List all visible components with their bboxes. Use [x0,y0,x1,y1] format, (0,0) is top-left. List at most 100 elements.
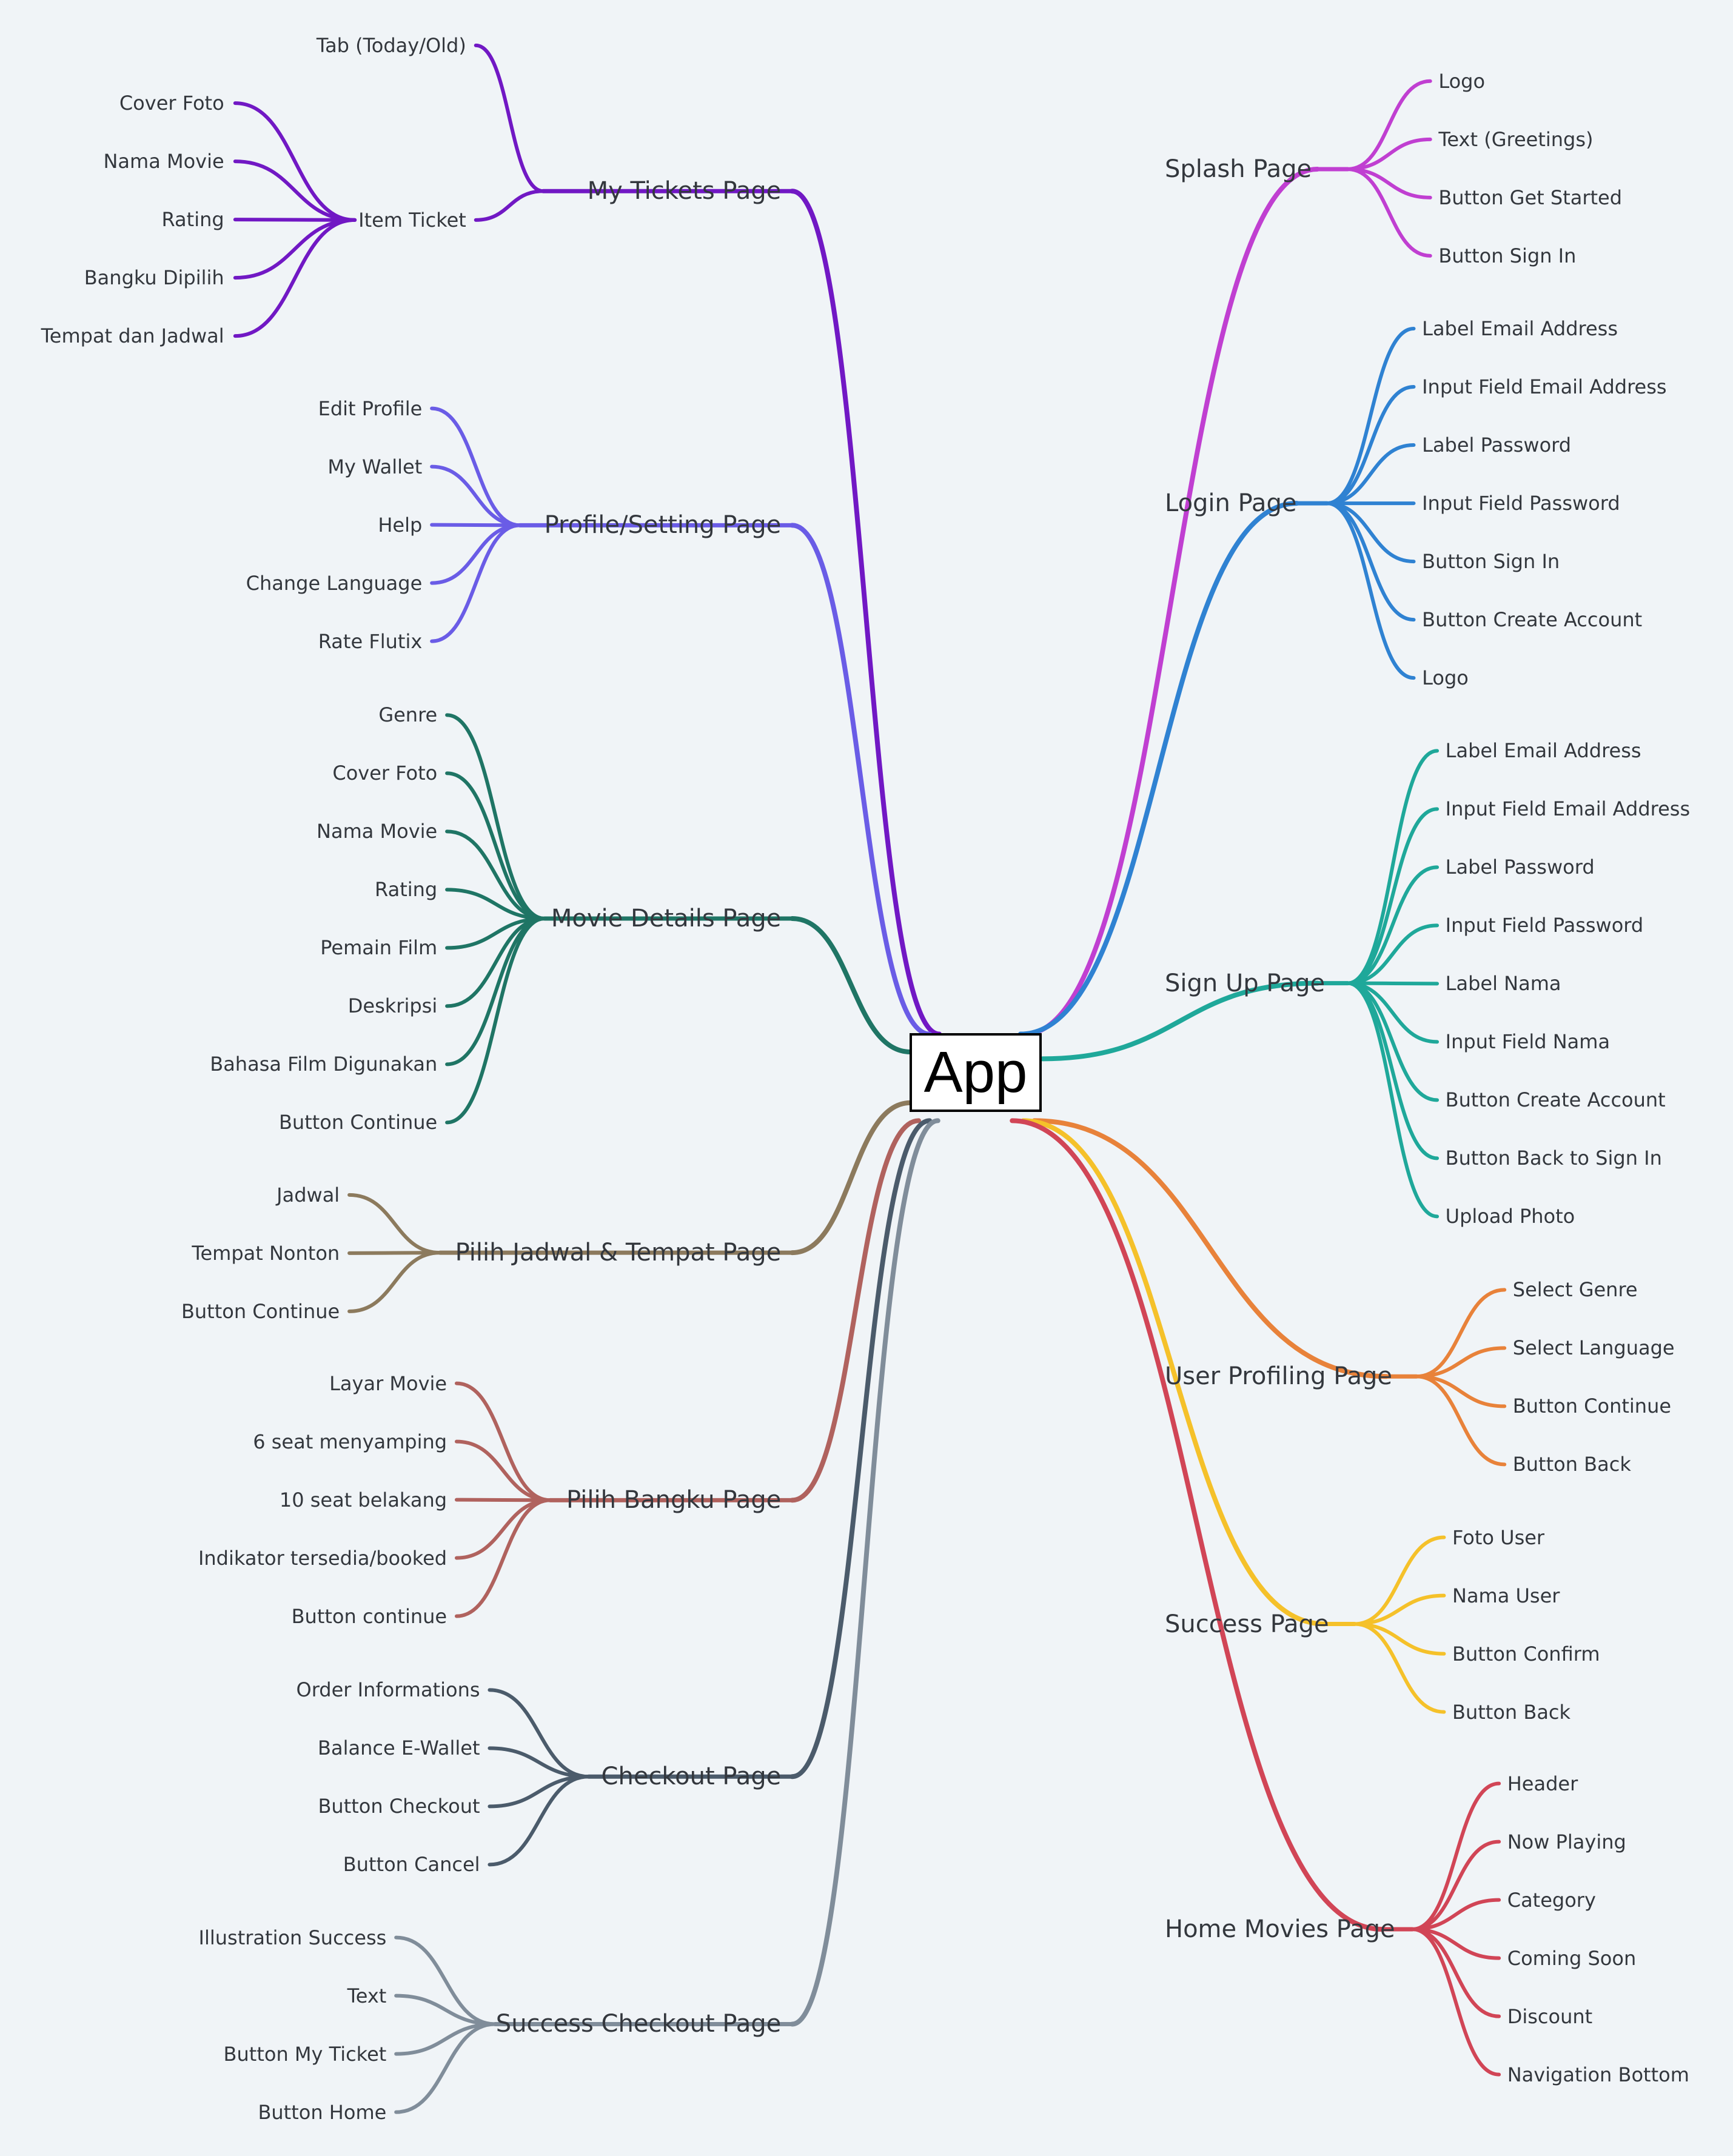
leaf-indikator-tersedia-booked[interactable]: Indikator tersedia/booked [198,1546,447,1570]
leaf-button-create-account[interactable]: Button Create Account [1445,1088,1666,1112]
link-root-checkout-page [789,1118,933,1779]
leaf-rating[interactable]: Rating [375,878,438,902]
leaf-button-sign-in[interactable]: Button Sign In [1422,550,1560,574]
node-my-tickets-page[interactable]: My Tickets Page [587,177,782,206]
leaf-now-playing[interactable]: Now Playing [1507,1830,1626,1853]
leaf-tempat-dan-jadwal[interactable]: Tempat dan Jadwal [41,324,224,348]
leaf-tab-today-old[interactable]: Tab (Today/Old) [316,33,466,57]
leaf-cover-foto[interactable]: Cover Foto [332,762,438,785]
node-success-page[interactable]: Success Page [1164,1610,1329,1638]
leaf-text[interactable]: Text [347,1984,387,2007]
leaf-logo[interactable]: Logo [1438,69,1486,93]
node-pilih-jadwal-tempat-page[interactable]: Pilih Jadwal & Tempat Page [455,1239,782,1267]
link-movie-details-page-genre [445,713,547,921]
link-movie-details-page-bahasa-film-digunakan [445,917,547,1066]
leaf-6-seat-menyamping[interactable]: 6 seat menyamping [253,1430,447,1453]
leaf-button-confirm[interactable]: Button Confirm [1452,1642,1600,1666]
leaf-balance-e-wallet[interactable]: Balance E-Wallet [318,1736,480,1760]
leaf-button-back-to-sign-in[interactable]: Button Back to Sign In [1445,1147,1662,1170]
leaf-nama-movie[interactable]: Nama Movie [103,150,224,173]
link-success-page-button-back [1352,1622,1446,1714]
leaf-input-field-nama[interactable]: Input Field Nama [1445,1030,1611,1054]
node-splash-page[interactable]: Splash Page [1164,155,1312,183]
leaf-upload-photo[interactable]: Upload Photo [1445,1205,1575,1228]
leaf-button-back[interactable]: Button Back [1512,1453,1631,1476]
leaf-label-email-address[interactable]: Label Email Address [1445,739,1641,763]
leaf-input-field-password[interactable]: Input Field Password [1422,492,1620,515]
leaf-button-continue[interactable]: Button Continue [181,1299,340,1323]
link-movie-details-page-button-continue [445,917,547,1125]
leaf-jadwal[interactable]: Jadwal [277,1183,340,1207]
leaf-discount[interactable]: Discount [1507,2004,1593,2028]
link-sign-up-page-label-nama [1346,981,1440,986]
node-sign-up-page[interactable]: Sign Up Page [1164,969,1326,997]
leaf-my-wallet[interactable]: My Wallet [327,455,423,478]
leaf-button-continue[interactable]: Button Continue [278,1111,438,1134]
leaf-category[interactable]: Category [1507,1888,1596,1912]
leaf-button-back[interactable]: Button Back [1452,1700,1571,1724]
leaf-edit-profile[interactable]: Edit Profile [318,397,423,420]
leaf-genre[interactable]: Genre [378,703,438,727]
leaf-10-seat-belakang[interactable]: 10 seat belakang [279,1488,447,1512]
leaf-button-continue[interactable]: Button continue [291,1604,447,1628]
leaf-button-get-started[interactable]: Button Get Started [1438,186,1623,209]
leaf-foto-user[interactable]: Foto User [1452,1525,1545,1549]
leaf-label-nama[interactable]: Label Nama [1445,972,1561,996]
leaf-rating[interactable]: Rating [161,208,224,232]
leaf-button-my-ticket[interactable]: Button My Ticket [223,2042,387,2066]
leaf-nama-movie[interactable]: Nama Movie [317,820,438,843]
leaf-bangku-dipilih[interactable]: Bangku Dipilih [84,266,224,290]
link-login-page-button-sign-in [1325,501,1416,564]
leaf-nama-user[interactable]: Nama User [1452,1584,1560,1607]
link-user-profiling-page-select-language [1415,1346,1507,1379]
leaf-deskripsi[interactable]: Deskripsi [347,994,438,1018]
leaf-button-cancel[interactable]: Button Cancel [343,1853,480,1876]
link-checkout-page-button-checkout [488,1775,591,1809]
leaf-coming-soon[interactable]: Coming Soon [1507,1946,1637,1970]
leaf-select-genre[interactable]: Select Genre [1512,1278,1638,1302]
leaf-help[interactable]: Help [378,513,423,537]
leaf-button-home[interactable]: Button Home [258,2100,387,2124]
leaf-input-field-email-address[interactable]: Input Field Email Address [1422,375,1667,399]
link-profile-setting-page-change-language [430,523,522,585]
leaf-select-language[interactable]: Select Language [1512,1336,1675,1360]
leaf-rate-flutix[interactable]: Rate Flutix [318,629,423,653]
node-checkout-page[interactable]: Checkout Page [601,1763,782,1791]
leaf-layar-movie[interactable]: Layar Movie [329,1371,447,1395]
leaf-text-greetings[interactable]: Text (Greetings) [1438,127,1594,151]
leaf-button-sign-in[interactable]: Button Sign In [1438,244,1577,267]
leaf-label-email-address[interactable]: Label Email Address [1422,317,1618,341]
root-node[interactable]: App [910,1033,1042,1112]
node-pilih-bangku-page[interactable]: Pilih Bangku Page [566,1486,782,1515]
leaf-order-informations[interactable]: Order Informations [296,1678,480,1702]
leaf-tempat-nonton[interactable]: Tempat Nonton [192,1241,340,1265]
leaf-button-continue[interactable]: Button Continue [1512,1394,1672,1418]
leaf-pemain-film[interactable]: Pemain Film [320,936,438,960]
node-success-checkout-page[interactable]: Success Checkout Page [495,2010,782,2038]
node-home-movies-page[interactable]: Home Movies Page [1164,1915,1395,1943]
leaf-navigation-bottom[interactable]: Navigation Bottom [1507,2063,1689,2086]
node-user-profiling-page[interactable]: User Profiling Page [1164,1362,1393,1391]
link-home-movies-page-now-playing [1410,1840,1501,1931]
leaf-change-language[interactable]: Change Language [246,571,423,595]
leaf-input-field-email-address[interactable]: Input Field Email Address [1445,797,1691,821]
link-root-splash-page [1022,166,1320,1037]
leaf-logo[interactable]: Logo [1422,666,1469,690]
node-movie-details-page[interactable]: Movie Details Page [551,905,782,933]
link-success-checkout-page-illustration-success [394,1935,497,2026]
leaf-bahasa-film-digunakan[interactable]: Bahasa Film Digunakan [210,1053,438,1076]
node-profile-setting-page[interactable]: Profile/Setting Page [544,511,782,540]
node-login-page[interactable]: Login Page [1164,489,1297,518]
leaf-label-password[interactable]: Label Password [1445,855,1595,879]
node-item-ticket[interactable]: Item Ticket [358,208,466,232]
leaf-button-create-account[interactable]: Button Create Account [1422,608,1643,632]
leaf-label-password[interactable]: Label Password [1422,434,1572,457]
leaf-input-field-password[interactable]: Input Field Password [1445,914,1644,937]
leaf-header[interactable]: Header [1507,1772,1578,1795]
link-item-ticket [474,189,545,222]
leaf-cover-foto[interactable]: Cover Foto [119,92,224,115]
leaf-illustration-success[interactable]: Illustration Success [198,1926,387,1949]
leaf-button-checkout[interactable]: Button Checkout [318,1795,480,1818]
